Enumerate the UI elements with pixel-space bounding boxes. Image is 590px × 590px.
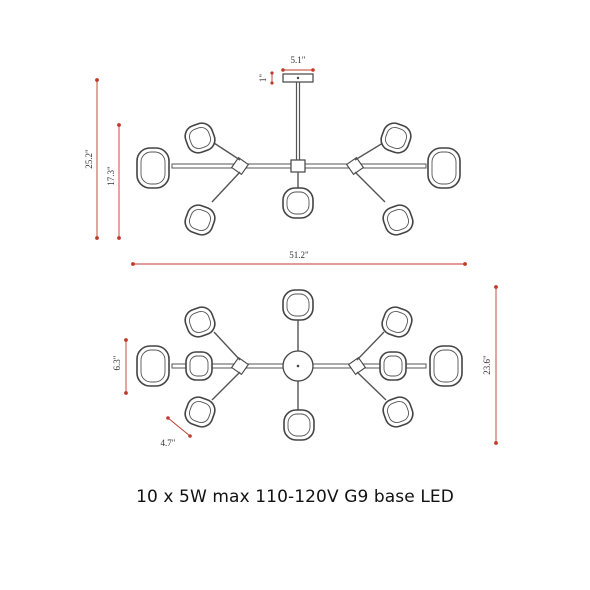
shade-top-far-left: [136, 345, 170, 387]
shade-side-lower-left: [184, 204, 216, 236]
overall-width-label: 51.2": [289, 250, 309, 260]
shade-side-upper-left: [184, 122, 216, 154]
shade-side-far-right: [427, 147, 461, 189]
product-spec-caption: 10 x 5W max 110-120V G9 base LED: [136, 487, 454, 507]
top-view: [136, 289, 463, 441]
top-depth-label: 6.3": [112, 355, 122, 370]
shade-top-upper-right: [381, 306, 413, 338]
shade-side-lower-right: [382, 204, 414, 236]
center-hub: [290, 159, 306, 173]
shade-top-far-right: [429, 345, 463, 387]
side-view: [136, 73, 461, 236]
shade-top-lower-center: [283, 409, 315, 441]
shade-top-upper-left: [184, 306, 216, 338]
shade-side-center: [282, 187, 314, 219]
left-joint: [230, 156, 250, 176]
canopy-width-label: 5.1": [291, 55, 306, 65]
shade-size-label: 4.7": [161, 438, 176, 448]
overall-height-label: 25.2": [84, 149, 94, 169]
fixture-height-label: 17.3": [106, 166, 116, 186]
shade-top-lower-left: [184, 396, 216, 428]
top-view-dimensions: 6.3" 23.6" 4.7": [112, 285, 498, 448]
side-view-dimensions: 5.1" 1" 25.2" 17.3" 51.2": [84, 55, 467, 266]
shade-side-far-left: [136, 147, 170, 189]
canopy-screw: [296, 76, 300, 80]
canopy-height-label: 1": [258, 74, 268, 83]
shade-side-upper-right: [380, 122, 412, 154]
right-joint: [345, 156, 365, 176]
shade-top-upper-center: [282, 289, 314, 321]
shade-top-lower-right: [382, 396, 414, 428]
top-width-label: 23.6": [482, 355, 492, 375]
